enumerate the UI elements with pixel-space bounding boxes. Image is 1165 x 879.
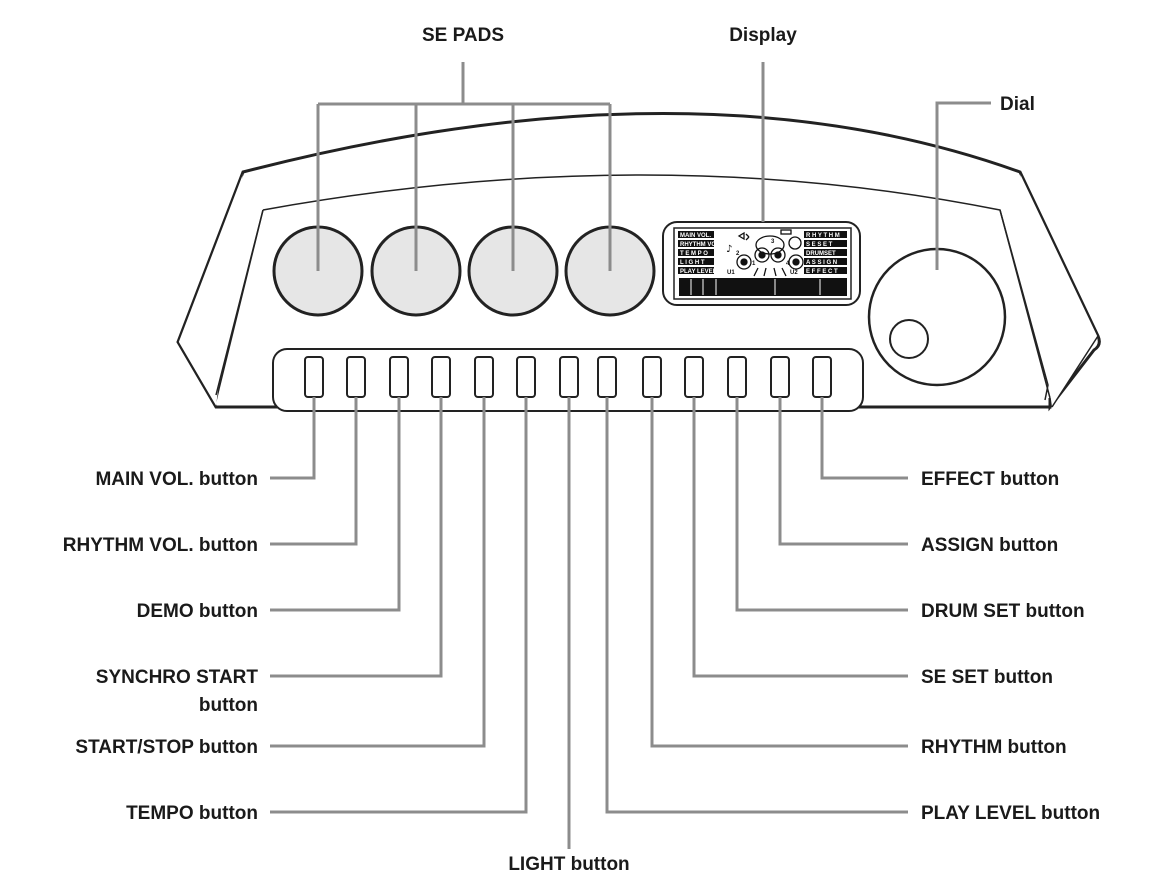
dial-finger-hole [889, 319, 929, 359]
label-demo-button: DEMO button [137, 601, 258, 622]
lcd-pad-number-2: 2 [736, 251, 740, 257]
lcd-pad-number-1: 1 [752, 261, 756, 267]
lcd-left-labels: MAIN VOL. RHYTHM VOL. T E M P O L I G H … [678, 231, 722, 275]
device-side-left [177, 171, 264, 408]
lcd-label-rhythm: R H Y T H M [806, 233, 840, 239]
lcd-gear-icon [788, 236, 802, 250]
leader-play-level [605, 397, 908, 814]
label-drum-set-button: DRUM SET button [921, 601, 1085, 622]
label-play-level-button: PLAY LEVEL button [921, 803, 1100, 824]
leader-se-set [692, 397, 908, 678]
lcd-label-effect: E F F E C T [806, 269, 838, 275]
label-light-button: LIGHT button [508, 854, 629, 875]
leader-demo [270, 397, 401, 612]
battery-icon [780, 229, 792, 235]
lcd-drum-sticks [753, 267, 787, 277]
lcd-label-assign: A S S I G N [806, 260, 837, 266]
rhythm-vol-button[interactable] [346, 356, 366, 398]
dial[interactable] [867, 247, 1007, 387]
lcd-label-drumset: DRUMSET [806, 251, 836, 257]
start-stop-button[interactable] [474, 356, 494, 398]
drum-set-button[interactable] [727, 356, 747, 398]
lcd-drum-cymbal [755, 235, 785, 255]
play-level-button[interactable] [597, 356, 617, 398]
lcd-label-play-level: PLAY LEVEL [680, 269, 717, 275]
device-side-right [999, 171, 1099, 408]
callout-labels: SE PADS Display Dial MAIN VOL. button RH… [63, 25, 1100, 875]
mute-icon [737, 231, 750, 241]
leader-main-vol [270, 397, 316, 480]
lcd-u2-label: U2 [790, 270, 798, 276]
lcd-display: MAIN VOL. RHYTHM VOL. T E M P O L I G H … [662, 221, 861, 306]
lcd-label-light: L I G H T [680, 260, 705, 266]
label-display: Display [729, 25, 797, 46]
assign-button[interactable] [770, 356, 790, 398]
lcd-pad-number-3: 3 [771, 239, 775, 245]
label-se-set-button: SE SET button [921, 667, 1053, 688]
label-dial: Dial [1000, 94, 1035, 115]
label-rhythm-button: RHYTHM button [921, 737, 1067, 758]
lcd-drum-pad-2 [754, 247, 770, 263]
lcd-drum-pad-1 [736, 254, 752, 270]
lcd-label-tempo: T E M P O [680, 251, 708, 257]
label-se-pads: SE PADS [422, 25, 504, 46]
se-set-button[interactable] [684, 356, 704, 398]
effect-button[interactable] [812, 356, 832, 398]
leader-effect [820, 397, 908, 480]
leader-start-stop [270, 397, 486, 748]
leader-drum-set [735, 397, 908, 612]
light-button[interactable] [559, 356, 579, 398]
lcd-drum-pad-4 [788, 254, 804, 270]
lcd-label-main-vol: MAIN VOL. [680, 233, 711, 239]
leader-tempo [270, 397, 528, 814]
lcd-right-labels: R H Y T H M S E S E T DRUMSET A S S I G … [804, 231, 847, 275]
label-effect-button: EFFECT button [921, 469, 1059, 490]
tempo-button[interactable] [516, 356, 536, 398]
leader-dial [935, 101, 991, 270]
label-assign-button: ASSIGN button [921, 535, 1058, 556]
rhythm-button[interactable] [642, 356, 662, 398]
demo-button[interactable] [389, 356, 409, 398]
leader-assign [778, 397, 908, 546]
leader-synchro-start [270, 397, 443, 678]
label-tempo-button: TEMPO button [126, 803, 258, 824]
label-main-vol-button: MAIN VOL. button [95, 469, 258, 490]
lcd-drum-kit-icon: ♪ [726, 229, 804, 277]
lcd-label-rhythm-vol: RHYTHM VOL. [680, 242, 722, 248]
main-vol-button[interactable] [304, 356, 324, 398]
lcd-label-se-set: S E S E T [806, 242, 833, 248]
label-synchro-start-line2: button [199, 695, 258, 716]
synchro-start-button[interactable] [431, 356, 451, 398]
music-note-icon: ♪ [726, 244, 732, 255]
lcd-u1-label: U1 [727, 270, 735, 276]
lcd-segment-bar [679, 278, 847, 296]
lcd-drum-pad-3 [770, 247, 786, 263]
leader-rhythm-vol [270, 397, 358, 546]
label-rhythm-vol-button: RHYTHM VOL. button [63, 535, 258, 556]
lcd-pad-number-4: 4 [786, 261, 790, 267]
leader-rhythm [650, 397, 908, 748]
label-start-stop-button: START/STOP button [75, 737, 258, 758]
leader-se-pads [316, 62, 612, 271]
label-synchro-start-line1: SYNCHRO START [96, 667, 259, 688]
leader-lines [270, 62, 991, 849]
